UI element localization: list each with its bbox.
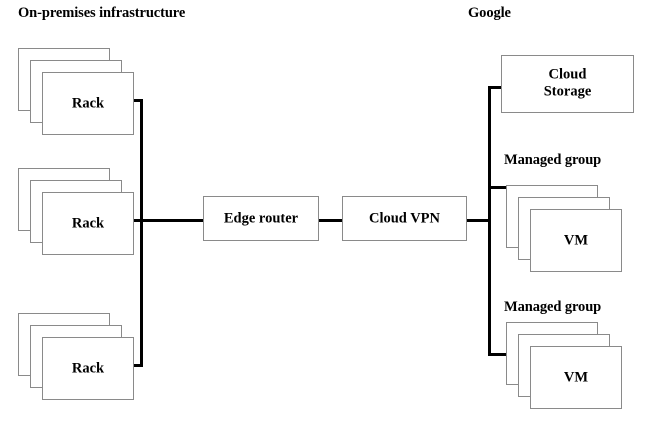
cloud-vpn-label: Cloud VPN [368,210,441,227]
cloud-storage-label-line2: Storage [543,84,592,100]
managed-group-1-vm-label: VM [563,232,589,249]
section-title-on-premises: On-premises infrastructure [18,5,186,21]
managed-group-2-label: Managed group [504,299,602,315]
google-stub-cloud-storage [488,86,507,89]
rack-2-label: Rack [71,215,105,232]
edge-router-label: Edge router [223,210,299,227]
wire-cloud-vpn-to-google-bus [467,219,491,222]
google-vertical-bus [488,86,491,356]
cloud-storage-label: Cloud Storage [502,67,633,102]
rack-2-front-box: Rack [42,192,134,255]
cloud-vpn-box: Cloud VPN [342,196,467,241]
managed-group-1-label: Managed group [504,152,602,168]
cloud-storage-label-line1: Cloud [548,66,587,83]
rack-3-label: Rack [71,360,105,377]
managed-group-1-vm-front-box: VM [530,209,622,272]
managed-group-2-vm-label: VM [563,369,589,386]
onprem-vertical-bus [140,99,143,367]
wire-bus-to-edge-router [140,219,203,222]
cloud-storage-box: Cloud Storage [501,55,634,113]
managed-group-2-vm-front-box: VM [530,346,622,409]
rack-1-front-box: Rack [42,72,134,135]
google-stub-managed-group-2 [488,353,507,356]
rack-1-label: Rack [71,95,105,112]
wire-edge-router-to-cloud-vpn [319,219,342,222]
rack-3-front-box: Rack [42,337,134,400]
edge-router-box: Edge router [203,196,319,241]
section-title-google: Google [468,5,511,21]
google-stub-managed-group-1 [488,186,507,189]
